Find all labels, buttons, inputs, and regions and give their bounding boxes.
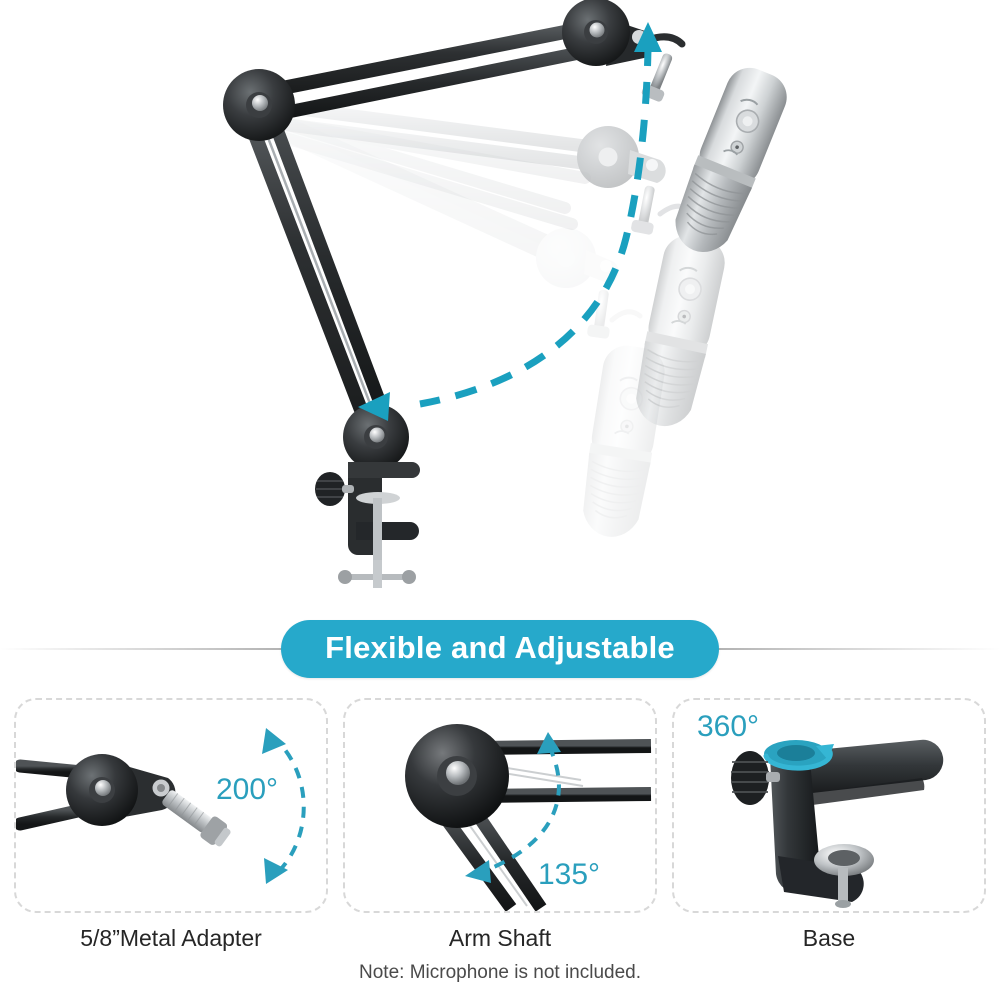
ghost-sweep-bars: [259, 112, 591, 230]
base-illustration: 360°: [697, 710, 944, 908]
pivot-hub-top: [562, 0, 654, 66]
angle-label-200: 200°: [216, 773, 278, 806]
angle-label-360: 360°: [697, 710, 759, 743]
divider-right: [704, 648, 1000, 650]
feature-panels: 200°: [0, 698, 1000, 920]
hero-illustration: [223, 0, 795, 588]
caption-arm-shaft: Arm Shaft: [448, 925, 552, 951]
angle-arc-200: [262, 728, 306, 884]
footnote: Note: Microphone is not included.: [359, 962, 641, 983]
caption-metal-adapter: 5/8”Metal Adapter: [80, 925, 262, 951]
angle-arc-135: [465, 732, 561, 883]
motion-arc: [358, 22, 662, 421]
angle-label-135: 135°: [538, 858, 600, 891]
panel-metal-adapter: 200°: [14, 698, 328, 913]
arm-shaft-illustration: 135°: [405, 724, 652, 911]
pivot-hub-left: [223, 69, 295, 141]
panel-base: 360°: [672, 698, 986, 913]
banner-title: Flexible and Adjustable: [281, 619, 719, 679]
caption-base: Base: [802, 925, 856, 951]
microphone-active: [640, 33, 795, 263]
panel-arm-shaft: 135°: [343, 698, 657, 913]
desk-clamp-base: [315, 462, 420, 588]
metal-adapter-illustration: 200°: [16, 728, 306, 884]
boom-arm-diagram: [223, 0, 795, 588]
boom-arm-main: [223, 0, 654, 470]
pivot-hub-bottom: [343, 404, 409, 470]
panel-captions: 5/8”Metal Adapter Arm Shaft Base: [0, 920, 1000, 962]
divider-left: [0, 648, 296, 650]
section-banner: Flexible and Adjustable: [0, 618, 1000, 680]
